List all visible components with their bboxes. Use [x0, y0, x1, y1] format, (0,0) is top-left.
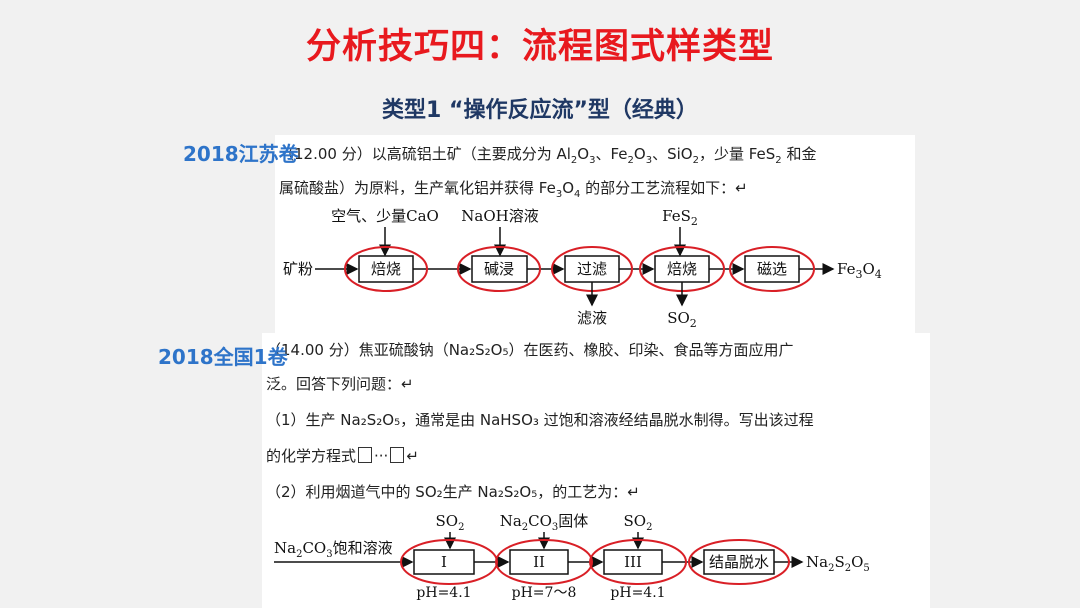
svg-text:焙烧: 焙烧	[371, 260, 401, 278]
placeholder-box	[358, 447, 373, 463]
q2-text-line-2: 泛。回答下列问题：↵	[266, 375, 414, 393]
q2-condition-1: pH=4.1	[416, 585, 471, 601]
q1-flowchart: 空气、少量CaO NaOH溶液 FeS2 矿粉 焙烧 碱浸 过滤	[283, 207, 882, 330]
q2-end-product: Na2S2O5	[806, 553, 870, 574]
q2-text-line-1: （14.00 分）焦亚硫酸钠（Na₂S₂O₅）在医药、橡胶、印染、食品等方面应用…	[266, 341, 794, 359]
q2-input-1: SO2	[436, 512, 465, 533]
q1-step-1: 焙烧	[344, 246, 428, 292]
q2-start-label: Na2CO3饱和溶液	[274, 539, 393, 560]
q1-output-1: 滤液	[577, 309, 607, 327]
q1-source-label: 2018江苏卷	[183, 142, 299, 166]
q1-start-label: 矿粉	[283, 260, 313, 278]
question-2-panel: （14.00 分）焦亚硫酸钠（Na₂S₂O₅）在医药、橡胶、印染、食品等方面应用…	[262, 333, 930, 608]
q2-step-3: III	[589, 539, 687, 585]
q1-output-2: SO2	[667, 309, 697, 330]
q2-step-4: 结晶脱水	[688, 539, 790, 585]
q1-input-3: FeS2	[662, 207, 698, 228]
q2-text-line-3: （1）生产 Na₂S₂O₅，通常是由 NaHSO₃ 过饱和溶液经结晶脱水制得。写…	[266, 411, 814, 429]
q1-text-line-1: （12.00 分）以高硫铝土矿（主要成分为 Al2O3、Fe2O3、SiO2，少…	[279, 145, 817, 166]
q2-source-label: 2018全国1卷	[158, 345, 288, 369]
q1-step-2: 碱浸	[457, 246, 541, 292]
svg-text:结晶脱水: 结晶脱水	[709, 553, 769, 571]
svg-text:I: I	[441, 553, 447, 571]
svg-text:碱浸: 碱浸	[484, 260, 514, 278]
q1-text-line-2: 属硫酸盐）为原料，生产氧化铝并获得 Fe3O4 的部分工艺流程如下：↵	[279, 179, 748, 200]
q1-end-product: Fe3O4	[837, 260, 882, 281]
placeholder-box	[390, 447, 405, 463]
q2-text-line-4: 的化学方程式···↵	[266, 447, 419, 465]
q1-input-2: NaOH溶液	[461, 207, 538, 225]
svg-text:磁选: 磁选	[757, 260, 787, 278]
q2-text-line-5: （2）利用烟道气中的 SO₂生产 Na₂S₂O₅，的工艺为：↵	[266, 483, 640, 501]
q2-step-1: I	[400, 539, 498, 585]
q2-step-2: II	[495, 539, 593, 585]
svg-text:焙烧: 焙烧	[667, 260, 697, 278]
slide-subtitle: 类型1 “操作反应流”型（经典）	[382, 98, 698, 123]
svg-text:II: II	[533, 553, 545, 571]
q2-input-2: Na2CO3固体	[500, 512, 589, 533]
q1-input-1: 空气、少量CaO	[331, 207, 439, 225]
q2-input-3: SO2	[624, 512, 653, 533]
q2-flowchart: SO2 Na2CO3固体 SO2 Na2CO3饱和溶液 I II III	[274, 512, 870, 601]
q2-condition-2: pH=7～8	[512, 585, 577, 601]
svg-text:过滤: 过滤	[577, 260, 607, 278]
q2-condition-3: pH=4.1	[610, 585, 665, 601]
slide-title: 分析技巧四：流程图式样类型	[305, 27, 774, 67]
svg-text:III: III	[624, 553, 642, 571]
question-1-panel: （12.00 分）以高硫铝土矿（主要成分为 Al2O3、Fe2O3、SiO2，少…	[275, 135, 915, 333]
q1-step-5: 磁选	[729, 246, 815, 292]
